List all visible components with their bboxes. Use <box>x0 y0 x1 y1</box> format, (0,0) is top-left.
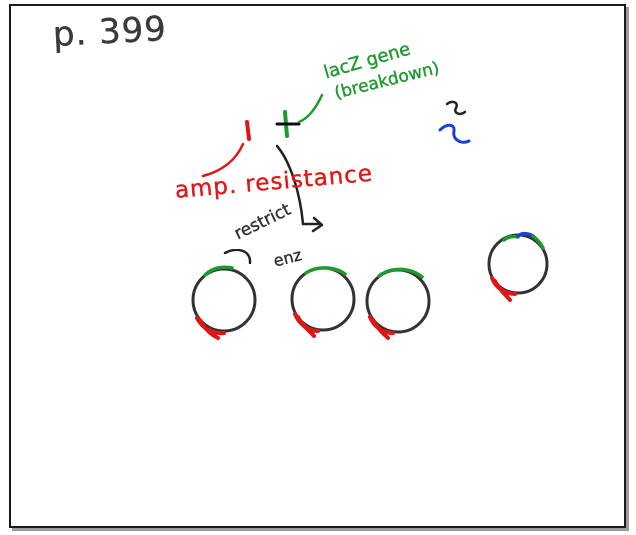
restrict-arrow <box>223 248 252 265</box>
page-reference: p. 399 <box>51 9 168 55</box>
lacz-gene-stroke <box>275 93 324 138</box>
plasmid-2 <box>290 266 356 338</box>
process-arrow <box>275 144 324 233</box>
plasmid-3 <box>365 267 431 340</box>
plasmid-4-recombinant <box>487 231 549 302</box>
dna-fragment-marks <box>438 100 471 144</box>
amp-gene-stroke <box>201 120 251 178</box>
plasmid-1 <box>191 265 257 340</box>
whiteboard-canvas[interactable] <box>9 4 626 528</box>
